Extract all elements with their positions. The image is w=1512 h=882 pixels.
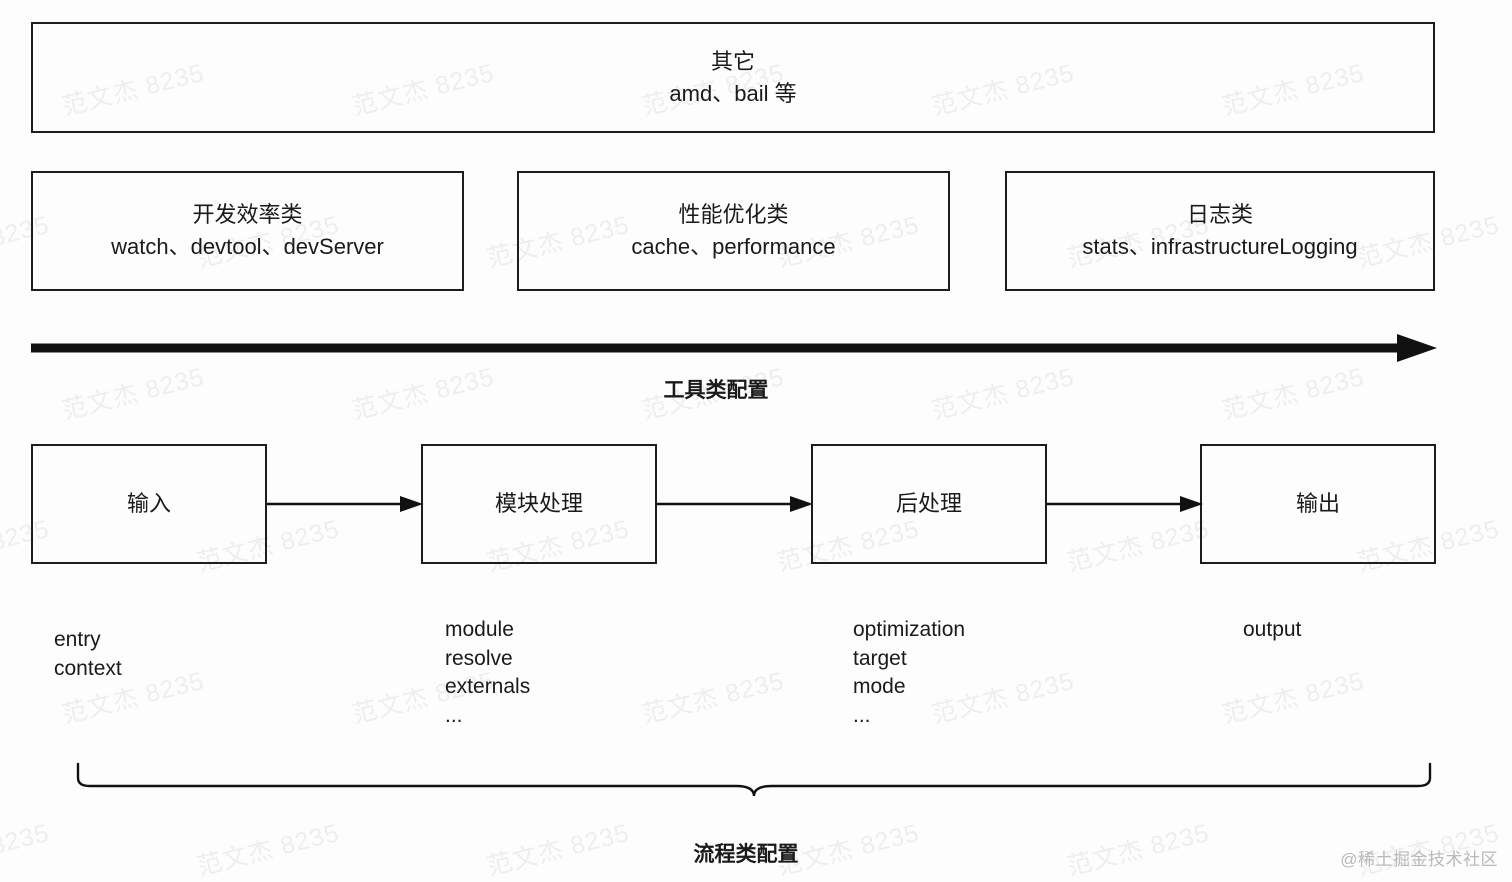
config-box-other: 其它 amd、bail 等 bbox=[31, 22, 1435, 133]
config-box-logging-heading: 日志类 bbox=[1186, 202, 1253, 227]
watermark-text: 范文杰 8235 bbox=[639, 666, 788, 730]
config-box-performance-items: cache、performance bbox=[631, 234, 836, 259]
pipeline-box-input-label: 输入 bbox=[126, 491, 171, 516]
config-box-logging: 日志类 stats、infrastructureLogging bbox=[1005, 171, 1435, 291]
option-item-ellipsis: ... bbox=[445, 703, 463, 727]
config-box-dev-efficiency-heading: 开发效率类 bbox=[192, 202, 303, 227]
option-item: optimization bbox=[853, 618, 966, 641]
option-item: module bbox=[445, 618, 514, 641]
watermark-text: 范文杰 8235 bbox=[1219, 666, 1368, 730]
pipeline-box-post-processing-label: 后处理 bbox=[895, 491, 962, 516]
config-box-other-items: amd、bail 等 bbox=[669, 80, 797, 106]
config-box-performance: 性能优化类 cache、performance bbox=[517, 171, 950, 291]
config-box-dev-efficiency-items: watch、devtool、devServer bbox=[111, 234, 384, 259]
pipeline-arrow-post-to-output-icon bbox=[1047, 496, 1203, 512]
pipeline-arrow-module-to-post-icon bbox=[657, 496, 813, 512]
option-item: resolve bbox=[445, 646, 513, 670]
option-item: output bbox=[1243, 618, 1302, 641]
pipeline-box-output: 输出 bbox=[1200, 444, 1436, 564]
watermark-text: 范文杰 8235 bbox=[1509, 363, 1512, 426]
config-box-other-heading: 其它 bbox=[710, 48, 755, 74]
config-box-logging-items: stats、infrastructureLogging bbox=[1082, 234, 1358, 259]
option-item-ellipsis: ... bbox=[853, 703, 871, 727]
pipeline-options-module-processing: module resolve externals ... bbox=[445, 616, 530, 730]
tool-config-arrow-label: 工具类配置 bbox=[663, 379, 769, 402]
config-box-dev-efficiency: 开发效率类 watch、devtool、devServer bbox=[31, 171, 464, 291]
pipeline-options-output: output bbox=[1243, 616, 1301, 645]
tool-config-arrow-icon bbox=[31, 334, 1437, 362]
option-item: externals bbox=[445, 675, 531, 698]
watermark-text: 范文杰 8235 bbox=[1509, 667, 1512, 730]
pipeline-box-post-processing: 后处理 bbox=[811, 444, 1047, 564]
pipeline-options-input: entry context bbox=[54, 626, 122, 683]
option-item: context bbox=[54, 656, 122, 680]
config-box-performance-heading: 性能优化类 bbox=[678, 202, 789, 227]
pipeline-arrow-input-to-module-icon bbox=[267, 496, 423, 512]
pipeline-box-output-label: 输出 bbox=[1295, 491, 1340, 516]
option-item: target bbox=[853, 646, 907, 670]
pipeline-options-post-processing: optimization target mode ... bbox=[853, 616, 965, 730]
pipeline-box-input: 输入 bbox=[31, 444, 267, 564]
pipeline-box-module-processing-label: 模块处理 bbox=[494, 491, 583, 516]
watermark-text: 范文杰 8235 bbox=[1509, 59, 1512, 122]
pipeline-brace-icon bbox=[76, 762, 1432, 797]
site-credit-watermark: @稀土掘金技术社区 bbox=[1340, 850, 1498, 869]
watermark-text: 范文杰 8235 bbox=[1064, 514, 1213, 578]
pipeline-box-module-processing: 模块处理 bbox=[421, 444, 657, 564]
pipeline-brace-label: 流程类配置 bbox=[693, 843, 799, 866]
option-item: mode bbox=[853, 675, 906, 698]
option-item: entry bbox=[54, 628, 101, 651]
